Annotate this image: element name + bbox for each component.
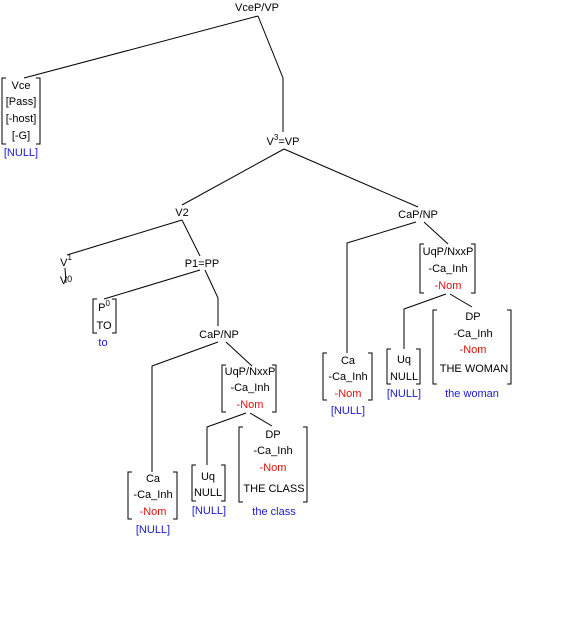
uq-low-head: Uq [201,471,215,483]
ca-high-bracket-left [322,352,327,401]
vce-feature-pass: [Pass] [6,96,37,108]
node-v0-label: V0 [60,274,72,287]
vce-feature-g: [-G] [12,130,30,142]
ca-low-bracket-right [173,471,178,520]
edge-cap-high-uqp [423,221,449,245]
edge-uqp-high-dp [449,293,473,308]
node-cap-low-label: CaP/NP [199,329,239,341]
dp-high-neg: -Nom [460,344,487,356]
p0-head: P0 [98,299,110,314]
ca-high-neg: -Nom [335,388,362,400]
p0-value: TO [96,320,112,332]
dp-low-neg: -Nom [260,462,287,474]
edge-cap-high-ca [346,221,417,353]
ca-low-bracket-left [127,471,132,520]
uq-high-head: Uq [397,354,411,366]
edge-p1-p0 [103,269,201,300]
vce-head: Vce [12,80,31,92]
ca-high-bracket-right [368,352,373,401]
tree-labels: VceP/VP Vce [Pass] [-host] [-G] [NULL] V… [4,2,508,536]
ca-high-gloss: [NULL] [331,405,365,417]
edge-cap-low-ca [151,341,219,472]
uq-high-gloss: [NULL] [387,388,421,400]
vce-bracket-right [36,77,41,145]
edge-uqp-high-uq [403,293,447,349]
tree-edges [23,15,473,472]
uqp-low-neg: -Nom [237,399,264,411]
ca-low-feature: -Ca_Inh [133,489,172,501]
dp-low-gloss: the class [252,506,296,518]
dp-high-value: THE WOMAN [440,363,508,375]
edge-root-vce [23,15,259,79]
uqp-low-head: UqP/NxxP [225,366,276,378]
node-root-label: VceP/VP [235,2,279,14]
uq-high-bracket-left [386,348,391,385]
ca-low-gloss: [NULL] [136,524,170,536]
feature-brackets [1,77,512,520]
uq-high-bracket-right [416,348,421,385]
p0-bracket-left [92,298,97,334]
edge-p1-cap-low [204,269,219,326]
dp-low-bracket-left [238,426,243,503]
uqp-high-feature: -Ca_Inh [428,263,467,275]
uq-high-value: NULL [390,371,418,383]
dp-high-bracket-left [432,309,437,385]
uqp-low-bracket-left [221,364,226,413]
dp-high-head: DP [465,311,480,323]
node-v1-label: V1 [60,253,72,269]
ca-high-feature: -Ca_Inh [328,371,367,383]
edge-uqp-low-uq [206,412,247,465]
uq-low-bracket-left [191,464,196,502]
node-v2-label: V2 [175,207,188,219]
vce-feature-host: [-host] [6,113,37,125]
edge-v3-v2 [181,148,285,206]
dp-low-value: THE CLASS [243,483,304,495]
dp-high-bracket-right [507,309,512,385]
uq-low-gloss: [NULL] [192,505,226,517]
node-v3-label: V3=VP [267,133,300,148]
dp-high-gloss: the woman [445,388,499,400]
uqp-high-bracket-left [419,243,424,294]
dp-low-head: DP [265,429,280,441]
edge-v3-cap-high [283,148,419,208]
uqp-high-neg: -Nom [435,280,462,292]
vce-bracket-left [1,77,6,145]
uqp-low-feature: -Ca_Inh [230,382,269,394]
ca-low-head: Ca [146,473,161,485]
ca-high-head: Ca [341,355,356,367]
uqp-high-bracket-right [471,243,476,294]
edge-v1-v0 [64,267,67,284]
vce-gloss: [NULL] [4,147,38,159]
uq-low-bracket-right [221,464,226,502]
dp-high-feature: -Ca_Inh [453,328,492,340]
uq-low-value: NULL [194,487,222,499]
node-cap-high-label: CaP/NP [398,209,438,221]
ca-low-neg: -Nom [140,506,167,518]
edge-v2-v1 [66,219,183,256]
edge-v2-p1 [181,219,201,257]
p0-bracket-right [112,298,117,334]
p0-gloss: to [98,337,107,349]
dp-low-feature: -Ca_Inh [253,445,292,457]
edge-uqp-low-dp [249,412,273,427]
node-p1-label: P1=PP [185,258,220,270]
edge-cap-low-uqp [225,341,253,367]
uqp-low-bracket-right [272,364,277,413]
uqp-high-head: UqP/NxxP [423,246,474,258]
dp-low-bracket-right [303,426,308,503]
edge-root-v3 [257,15,284,132]
